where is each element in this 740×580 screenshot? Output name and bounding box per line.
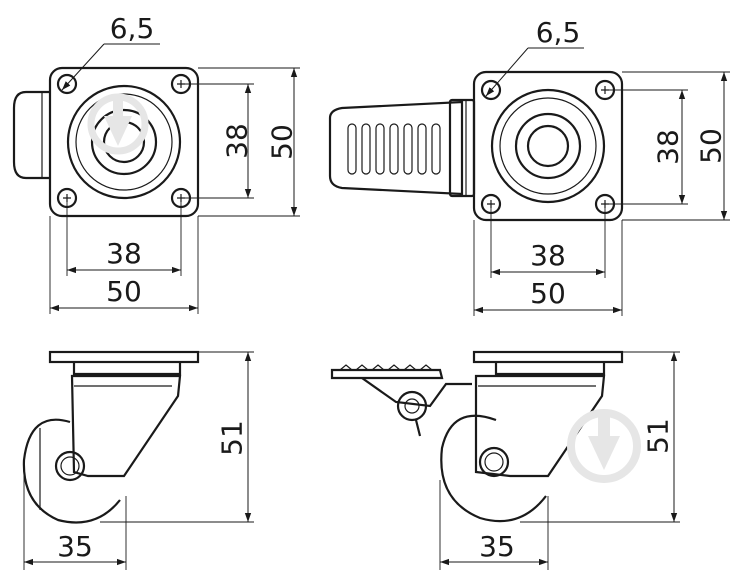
brake-pedal-top xyxy=(328,100,464,196)
watermark-icon-bottom-right xyxy=(567,409,641,483)
side-left-wheel xyxy=(22,418,121,524)
brake-housing-left xyxy=(12,90,50,180)
top-right-hole-spacing-vertical-label: 38 xyxy=(652,129,685,165)
side-left-top-plate xyxy=(48,350,200,364)
side-right-top-plate xyxy=(472,350,624,364)
top-left-plate-height-label: 50 xyxy=(266,124,299,160)
top-left-hole-spacing-vertical-label: 38 xyxy=(221,123,254,159)
side-left-fork xyxy=(70,374,182,478)
brake-pedal-side xyxy=(330,368,444,380)
side-right-fork xyxy=(474,374,606,478)
brake-pedal-ribs xyxy=(347,123,441,175)
top-left-plate-view xyxy=(12,43,300,314)
top-left-hole-spacing-horizontal-label: 38 xyxy=(106,237,142,270)
top-right-plate-height-label: 50 xyxy=(695,128,728,164)
top-right-hole-diameter-label: 6,5 xyxy=(536,16,581,49)
side-left-total-height-label: 51 xyxy=(216,420,249,456)
top-left-plate-width-label: 50 xyxy=(106,275,142,308)
top-right-hole-spacing-horizontal-label: 38 xyxy=(530,239,566,272)
mounting-plate-left xyxy=(48,66,200,218)
top-right-plate-width-label: 50 xyxy=(530,277,566,310)
side-right-total-height-label: 51 xyxy=(642,418,675,454)
side-right-caster-view xyxy=(330,350,680,570)
mounting-plate-right xyxy=(472,70,624,222)
top-right-plate-view xyxy=(328,47,730,316)
watermark-icon-top-left xyxy=(87,93,149,155)
mounting-holes-right xyxy=(480,79,616,215)
side-left-caster-view xyxy=(22,350,254,570)
side-left-wheel-diameter-label: 35 xyxy=(57,530,93,563)
side-right-wheel-diameter-label: 35 xyxy=(479,530,515,563)
top-left-hole-diameter-label: 6,5 xyxy=(110,12,155,45)
side-right-wheel xyxy=(440,414,547,523)
